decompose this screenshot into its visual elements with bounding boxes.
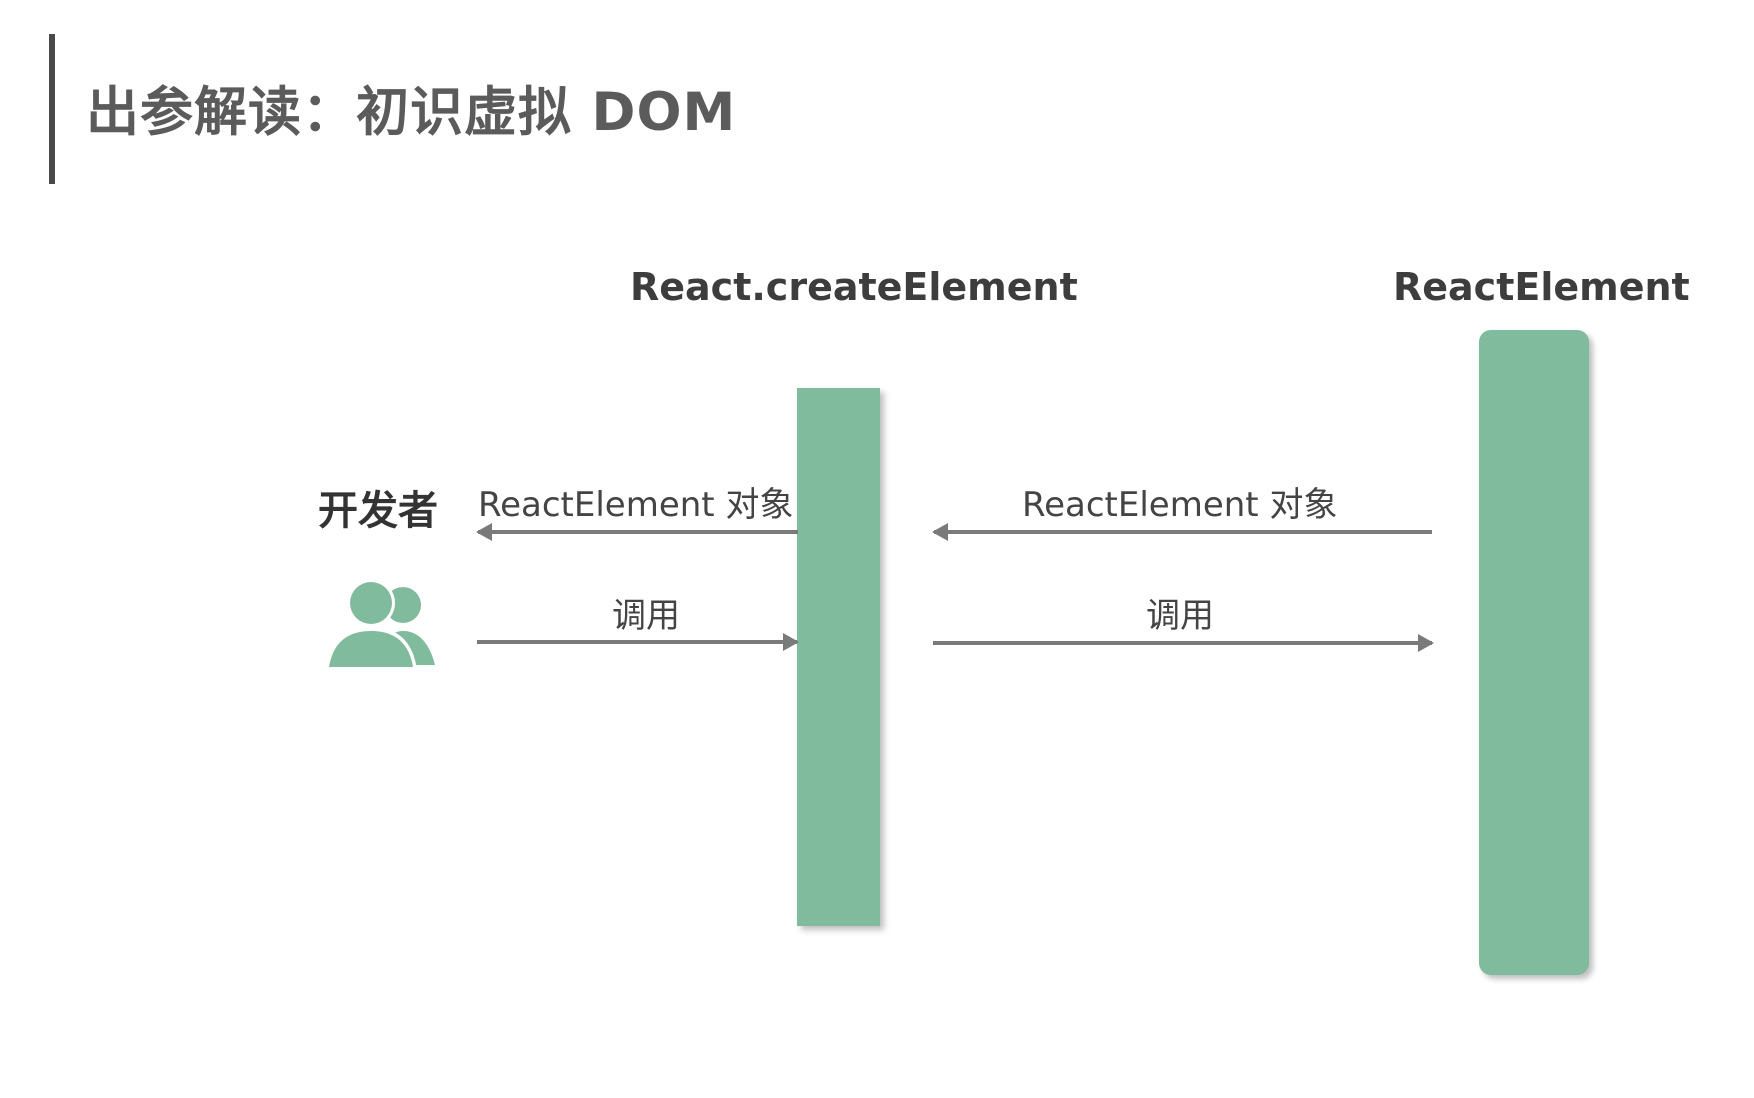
arrow-return-to-developer <box>476 523 798 541</box>
message-label-return-create-element: ReactElement 对象 <box>1022 485 1338 525</box>
message-label-call-create-element: 调用 <box>612 596 680 636</box>
message-label-return-developer: ReactElement 对象 <box>478 485 794 525</box>
lane-bar-react-element <box>1479 330 1589 975</box>
lane-label-create-element: React.createElement <box>630 265 1078 309</box>
arrow-call-create-element <box>477 633 799 651</box>
arrow-return-to-create-element <box>932 523 1432 541</box>
actor-label: 开发者 <box>318 488 438 534</box>
users-icon <box>325 579 435 670</box>
lane-label-react-element: ReactElement <box>1393 265 1690 309</box>
lane-bar-create-element <box>797 388 880 926</box>
arrow-call-react-element <box>933 634 1434 652</box>
title-accent-bar <box>49 34 55 184</box>
slide-title: 出参解读：初识虚拟 DOM <box>86 82 737 143</box>
message-label-call-react-element: 调用 <box>1146 596 1214 636</box>
